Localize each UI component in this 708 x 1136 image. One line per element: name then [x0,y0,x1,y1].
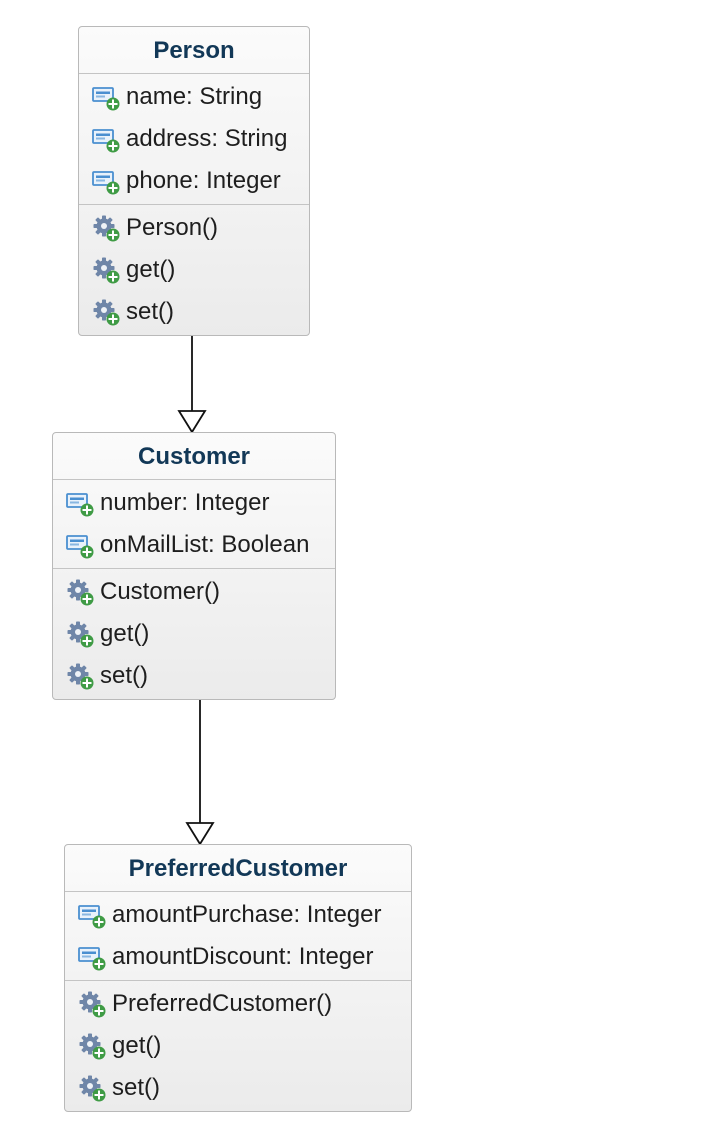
attribute-row[interactable]: amountPurchase: Integer [65,894,411,936]
attribute-row[interactable]: name: String [79,76,309,118]
attribute-icon [77,900,107,930]
class-person[interactable]: Person name: String address: String phon… [78,26,310,336]
attribute-icon [65,530,95,560]
attributes-compartment: number: Integer onMailList: Boolean [53,480,335,569]
operation-gear-icon [91,255,121,285]
operation-gear-icon [65,661,95,691]
operation-row[interactable]: Person() [79,207,309,249]
class-name: Person [79,27,309,74]
generalization-preferredcustomer-to-customer[interactable] [185,700,215,846]
operation-row[interactable]: get() [53,613,335,655]
inheritance-arrowhead [185,822,215,846]
operation-label: set() [100,662,148,689]
attribute-label: number: Integer [100,489,270,516]
operation-label: get() [100,620,150,647]
operation-label: PreferredCustomer() [112,990,333,1017]
operation-gear-icon [91,213,121,243]
operation-row[interactable]: get() [65,1025,411,1067]
attribute-row[interactable]: number: Integer [53,482,335,524]
operations-compartment: Customer() get() set() [53,569,335,699]
operation-gear-icon [77,989,107,1019]
class-preferredcustomer[interactable]: PreferredCustomer amountPurchase: Intege… [64,844,412,1112]
class-name: PreferredCustomer [65,845,411,892]
attribute-row[interactable]: address: String [79,118,309,160]
operation-label: Person() [126,214,219,241]
attribute-label: name: String [126,83,263,110]
attribute-label: address: String [126,125,288,152]
generalization-customer-to-person[interactable] [177,336,207,434]
operation-gear-icon [77,1073,107,1103]
attribute-label: amountDiscount: Integer [112,943,374,970]
attribute-icon [65,488,95,518]
attribute-icon [77,942,107,972]
operation-row[interactable]: get() [79,249,309,291]
operation-row[interactable]: set() [79,291,309,333]
operation-label: Customer() [100,578,221,605]
inheritance-arrowhead [177,410,207,434]
attribute-row[interactable]: amountDiscount: Integer [65,936,411,978]
operation-row[interactable]: set() [65,1067,411,1109]
operation-gear-icon [65,619,95,649]
operation-label: get() [126,256,176,283]
operations-compartment: PreferredCustomer() get() set() [65,981,411,1111]
attribute-label: amountPurchase: Integer [112,901,382,928]
class-name: Customer [53,433,335,480]
attribute-row[interactable]: phone: Integer [79,160,309,202]
operations-compartment: Person() get() set() [79,205,309,335]
attributes-compartment: amountPurchase: Integer amountDiscount: … [65,892,411,981]
operation-gear-icon [91,297,121,327]
operation-gear-icon [77,1031,107,1061]
operation-gear-icon [65,577,95,607]
operation-row[interactable]: Customer() [53,571,335,613]
operation-row[interactable]: PreferredCustomer() [65,983,411,1025]
class-customer[interactable]: Customer number: Integer onMailList: Boo… [52,432,336,700]
operation-row[interactable]: set() [53,655,335,697]
operation-label: set() [126,298,174,325]
attribute-row[interactable]: onMailList: Boolean [53,524,335,566]
attribute-label: onMailList: Boolean [100,531,310,558]
attribute-icon [91,166,121,196]
attribute-label: phone: Integer [126,167,281,194]
attributes-compartment: name: String address: String phone: Inte… [79,74,309,205]
operation-label: set() [112,1074,160,1101]
attribute-icon [91,124,121,154]
operation-label: get() [112,1032,162,1059]
attribute-icon [91,82,121,112]
